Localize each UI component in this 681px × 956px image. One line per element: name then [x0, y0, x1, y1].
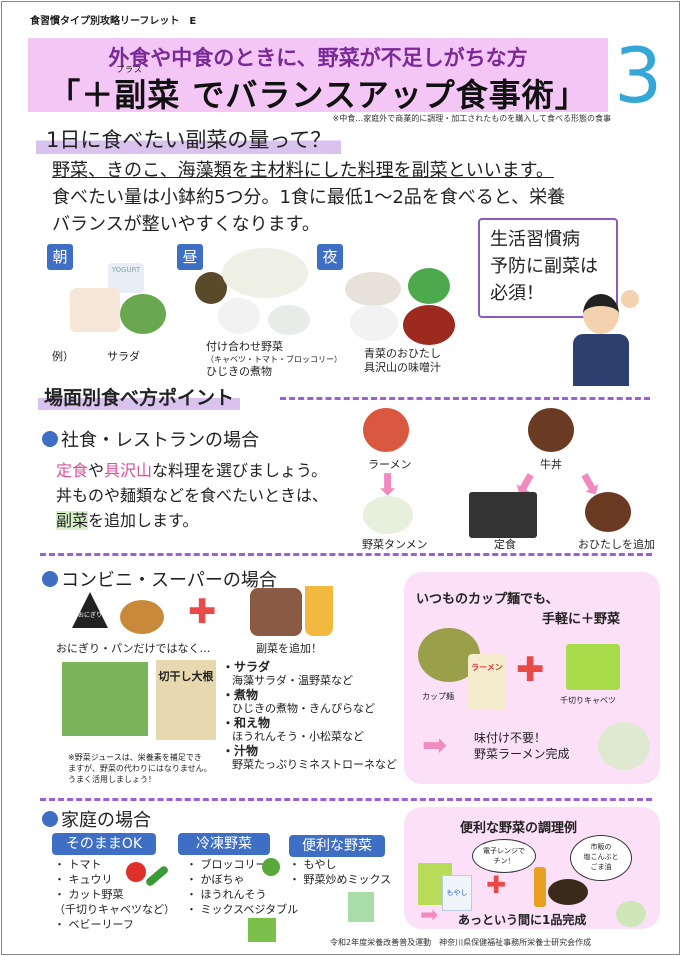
tanmen-image [363, 496, 413, 534]
teishoku-label: 定食 [494, 538, 516, 551]
side-dish-cup-image [250, 588, 302, 636]
intro-line-2: 食べたい量は小鉢約5つ分。1食に最低1～2品を食べると、栄養 [52, 187, 566, 208]
cooking-example-box: 便利な野菜の調理例 電子レンジでチン！ 市販の塩こんぶとごま油 もやし ✚ ➡ … [404, 807, 660, 929]
ohitashi-added-label: おひたしを追加 [578, 538, 655, 551]
section-heading-amount: 1日に食べたい副菜の量って？ [36, 124, 342, 154]
convenient-list: ・ もやし ・ 野菜炒めミックス [289, 858, 392, 886]
finished-dish-image [616, 901, 646, 927]
restaurant-heading: 社食・レストランの場合 [42, 426, 259, 452]
mixed-vegetable-bag-image [248, 918, 276, 942]
bread-image [120, 600, 164, 634]
businessman-illustration [565, 290, 645, 390]
divider [40, 798, 652, 801]
lunch-caption: 付け合わせ野菜 （キャベツ・トマト・ブロッコリー） ひじきの煮物 [206, 340, 342, 378]
section-heading-scenes: 場面別食べ方ポイント [38, 383, 241, 410]
packaged-salad-image [62, 662, 148, 736]
tab-raw-ok: そのままOK [52, 833, 156, 855]
add-side-caption: 副菜を追加！ [256, 642, 322, 655]
sesame-oil-image [534, 867, 546, 907]
intro-line-3: バランスが整いやすくなります。 [52, 214, 320, 235]
intro-paragraph: 野菜、きのこ、海藻類を主材料にした料理を副菜といいます。 食べたい量は小鉢約5つ… [52, 157, 652, 238]
result-text: あっという間に1品完成 [458, 913, 587, 927]
side-dish-list: ・サラダ海藻サラダ・温野菜など ・煮物ひじきの煮物・きんぴらなど ・和え物ほうれ… [222, 660, 397, 771]
arrow-right-icon: ➡ [420, 903, 439, 928]
gyudon-ohitashi-image [585, 492, 631, 532]
fish-image [345, 272, 401, 306]
kiriboshi-package-image: 切干し大根 [156, 660, 216, 740]
broccoli-image [262, 858, 280, 876]
gyudon-label: 牛丼 [540, 458, 562, 471]
result-text: 味付け不要！野菜ラーメン完成 [474, 731, 570, 761]
plus-icon: ✚ [516, 650, 545, 690]
frozen-list: ・ ブロッコリー ・ かぼちゃ ・ ほうれんそう ・ ミックスベジタブル [186, 858, 299, 916]
lunch-label: 昼 [177, 244, 203, 270]
cabbage-plate-image [222, 248, 308, 298]
cup-noodle-box: いつものカップ麺でも、 手軽に＋野菜 ラーメン カップ麺 ✚ 千切りキャベツ ➡… [404, 572, 660, 784]
nakashoku-note: ※中食…家庭外で商業的に調理・加工されたものを購入して食べる形態の食事 [332, 114, 611, 123]
ramen-image [363, 408, 409, 452]
raw-ok-list: ・ トマト ・ キュウリ ・ カット野菜 （千切りキャベツなど） ・ ベビーリー… [54, 858, 175, 931]
breakfast-label: 朝 [47, 244, 73, 270]
plus-icon: ✚ [188, 592, 217, 632]
home-heading: 家庭の場合 [42, 806, 151, 832]
soup-image [268, 305, 310, 335]
convenience-heading: コンビニ・スーパーの場合 [42, 566, 277, 592]
arrow-right-icon: ➡ [422, 728, 448, 763]
page-title: プラス「＋副菜 でバランスアップ食事術」 [48, 65, 588, 114]
toast-image [70, 288, 120, 332]
salad-image [120, 294, 166, 334]
divider [40, 553, 652, 556]
tab-convenient: 便利な野菜 [289, 835, 385, 857]
moyashi-bag-image: もやし [442, 875, 472, 911]
dinner-caption: 青菜のおひたし 具沢山の味噌汁 [364, 347, 441, 374]
microwave-bubble: 電子レンジでチン！ [472, 839, 536, 873]
divider [280, 397, 650, 400]
rice-image [218, 298, 260, 334]
bullet-icon [42, 571, 58, 587]
miso-soup-image [403, 305, 455, 345]
teishoku-image [469, 492, 537, 538]
cabbage-label: 千切りキャベツ [560, 696, 616, 705]
gyudon-image [528, 408, 574, 452]
title-ruby: プラス [116, 65, 143, 74]
dinner-label: 夜 [317, 244, 343, 270]
convenience-caption: おにぎり・パンだけではなく… [56, 642, 211, 655]
cup-noodle-icon: ラーメン [468, 654, 506, 710]
intro-line-1: 野菜、きのこ、海藻類を主材料にした料理を副菜といいます。 [52, 160, 554, 181]
breakfast-caption: サラダ [107, 350, 140, 363]
title-banner: 外食や中食のときに、野菜が不足しがちな方 プラス「＋副菜 でバランスアップ食事術… [28, 38, 608, 114]
leaflet-number: 3 [614, 31, 663, 120]
bullet-icon [42, 431, 58, 447]
tomato-image [126, 862, 146, 882]
ramen-label: ラーメン [368, 458, 412, 471]
restaurant-text: 定食や具沢山な料理を選びましょう。 丼ものや麺類などを食べたいときは、 副菜を追… [56, 461, 329, 530]
hijiki-image [195, 272, 227, 304]
tab-frozen: 冷凍野菜 [178, 833, 270, 855]
plus-icon: ✚ [486, 871, 507, 899]
series-label: 食習慣タイプ別攻略リーフレット E [30, 16, 197, 27]
ohitashi-image [408, 268, 450, 304]
stir-fry-mix-bag-image [348, 892, 374, 922]
shredded-cabbage-image [566, 644, 620, 690]
vegetable-sticks-image [305, 586, 333, 636]
dinner-rice-image [350, 305, 398, 341]
footer-credit: 令和2年度栄養改善普及運動 神奈川県保健福祉事務所栄養士研究会作成 [330, 938, 592, 947]
subtitle: 外食や中食のときに、野菜が不足しがちな方 [108, 46, 528, 70]
seasoning-bubble: 市販の塩こんぶとごま油 [570, 835, 632, 881]
juice-note: ※野菜ジュースは、栄養素を補足できますが、野菜の代わりにはなりません。うまく活用… [68, 753, 212, 784]
vegetable-ramen-image [598, 722, 650, 770]
tanmen-label: 野菜タンメン [362, 538, 428, 551]
bullet-icon [42, 811, 58, 827]
example-label: 例） [52, 350, 74, 363]
cup-noodle-label: カップ麺 [422, 692, 454, 701]
speech-bubble: 生活習慣病 予防に副菜は 必須！ [478, 218, 618, 318]
shio-konbu-image [548, 879, 588, 905]
